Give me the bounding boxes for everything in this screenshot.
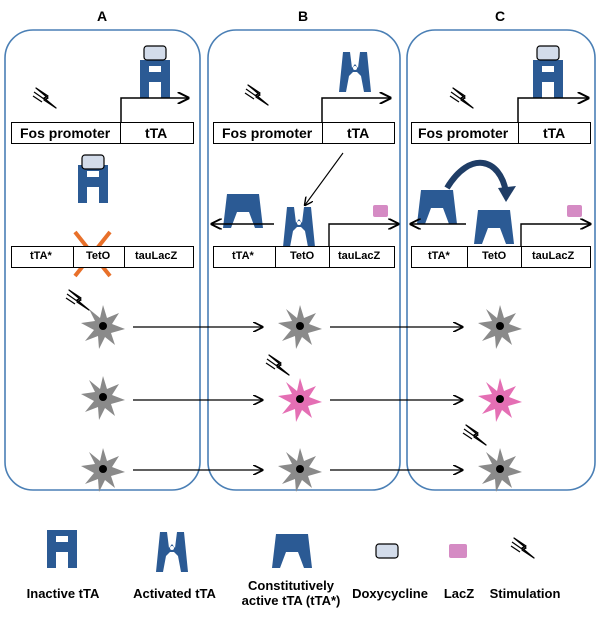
panel-c-tta-label: tTA (543, 125, 566, 141)
panel-c-gene-tta-star-label: tTA* (428, 250, 450, 262)
panel-a-promoter-box: Fos promoter (11, 122, 121, 144)
panel-a-gene-tta-star-label: tTA* (30, 250, 52, 262)
legend-activated-tta-icon (156, 532, 188, 572)
legend-constitutive-line2: active tTA (tTA*) (241, 593, 341, 608)
panel-c-gene-teto: TetO (467, 246, 522, 268)
legend-constitutive-tta-icon (272, 534, 312, 568)
panel-c-promoter-label: Fos promoter (418, 125, 509, 141)
panel-c-border (406, 29, 596, 491)
panel-c-stimulation-icon (449, 87, 474, 109)
panel-a-gene-taulacz: tauLacZ (124, 246, 194, 268)
panel-c-gene-taulacz: tauLacZ (521, 246, 591, 268)
panel-c-constitutive-tta (417, 190, 457, 224)
panel-c-inactive-tta-top (533, 45, 563, 98)
panel-b-activated-tta-bound (283, 207, 315, 247)
legend-doxycycline-icon (375, 543, 399, 559)
panel-c-right-arrow (520, 224, 590, 246)
panel-c-curved-arrow (444, 159, 509, 193)
panel-a-tta-box: tTA (120, 122, 194, 144)
legend-lacz-icon (449, 544, 467, 558)
panel-b-promoter-label: Fos promoter (222, 125, 313, 141)
panel-b-binding-arrow (305, 152, 344, 205)
panel-b-label: B (297, 8, 309, 24)
panel-b-constitutive-tta (223, 194, 263, 228)
legend-stimulation-icon (510, 537, 535, 559)
panel-b-activated-tta-top (339, 52, 371, 92)
legend-inactive-tta-icon (47, 530, 77, 568)
panel-c-label: C (494, 8, 506, 24)
panel-b-gene-tta-star: tTA* (213, 246, 276, 268)
legend-activated-tta-label: Activated tTA (133, 586, 216, 601)
panel-c-gene-tta-star: tTA* (411, 246, 468, 268)
panel-c-promoter-box: Fos promoter (411, 122, 519, 144)
panel-b-tta-label: tTA (347, 125, 370, 141)
panel-a-border (4, 29, 201, 491)
panel-b-promoter-box: Fos promoter (213, 122, 323, 144)
panel-a-gene-tta-star: tTA* (11, 246, 74, 268)
legend-stimulation-label: Stimulation (489, 586, 561, 601)
neuron-row3-stimulation-icon (462, 424, 487, 446)
neuron-row1-stimulation-icon (65, 289, 90, 311)
panel-a-inactive-tta-middle (78, 154, 108, 203)
panel-b-right-arrow (328, 224, 398, 246)
panel-b-gene-tta-star-label: tTA* (232, 250, 254, 262)
panel-a-stimulation-icon (32, 87, 57, 109)
panel-b-gene-teto: TetO (275, 246, 330, 268)
legend-inactive-tta-label: Inactive tTA (26, 586, 100, 601)
panel-b-promoter-arrow (321, 98, 390, 122)
panel-c-gene-teto-label: TetO (482, 250, 507, 262)
panel-c-tta-box: tTA (518, 122, 591, 144)
panel-c-lacz (567, 205, 582, 217)
panel-a-gene-taulacz-label: tauLacZ (135, 250, 178, 262)
legend-doxycycline-label: Doxycycline (352, 586, 428, 601)
panel-b-border (207, 29, 401, 491)
panel-c-gene-taulacz-label: tauLacZ (532, 250, 575, 262)
panel-b-gene-teto-label: TetO (290, 250, 315, 262)
neuron-row2-stimulation-icon (265, 354, 290, 376)
panel-a-gene-teto: TetO (73, 246, 125, 268)
legend-constitutive-line1: Constitutively (248, 578, 334, 593)
panel-c-constitutive-tta-bound (474, 210, 514, 244)
legend-constitutive-tta-label: Constitutively active tTA (tTA*) (228, 578, 354, 608)
panel-b-tta-box: tTA (322, 122, 395, 144)
panel-a-inactive-tta-top (140, 45, 170, 98)
panel-a-promoter-arrow (120, 98, 188, 122)
panel-a-promoter-label: Fos promoter (20, 125, 111, 141)
panel-a-gene-teto-label: TetO (86, 250, 111, 262)
panel-b-lacz (373, 205, 388, 217)
panel-a-label: A (96, 8, 108, 24)
panel-a-tta-label: tTA (145, 125, 168, 141)
panel-b-gene-taulacz: tauLacZ (329, 246, 395, 268)
panel-b-stimulation-icon (244, 84, 269, 106)
panel-c-promoter-arrow (517, 98, 588, 122)
legend-lacz-label: LacZ (443, 586, 475, 601)
panel-b-gene-taulacz-label: tauLacZ (338, 250, 381, 262)
